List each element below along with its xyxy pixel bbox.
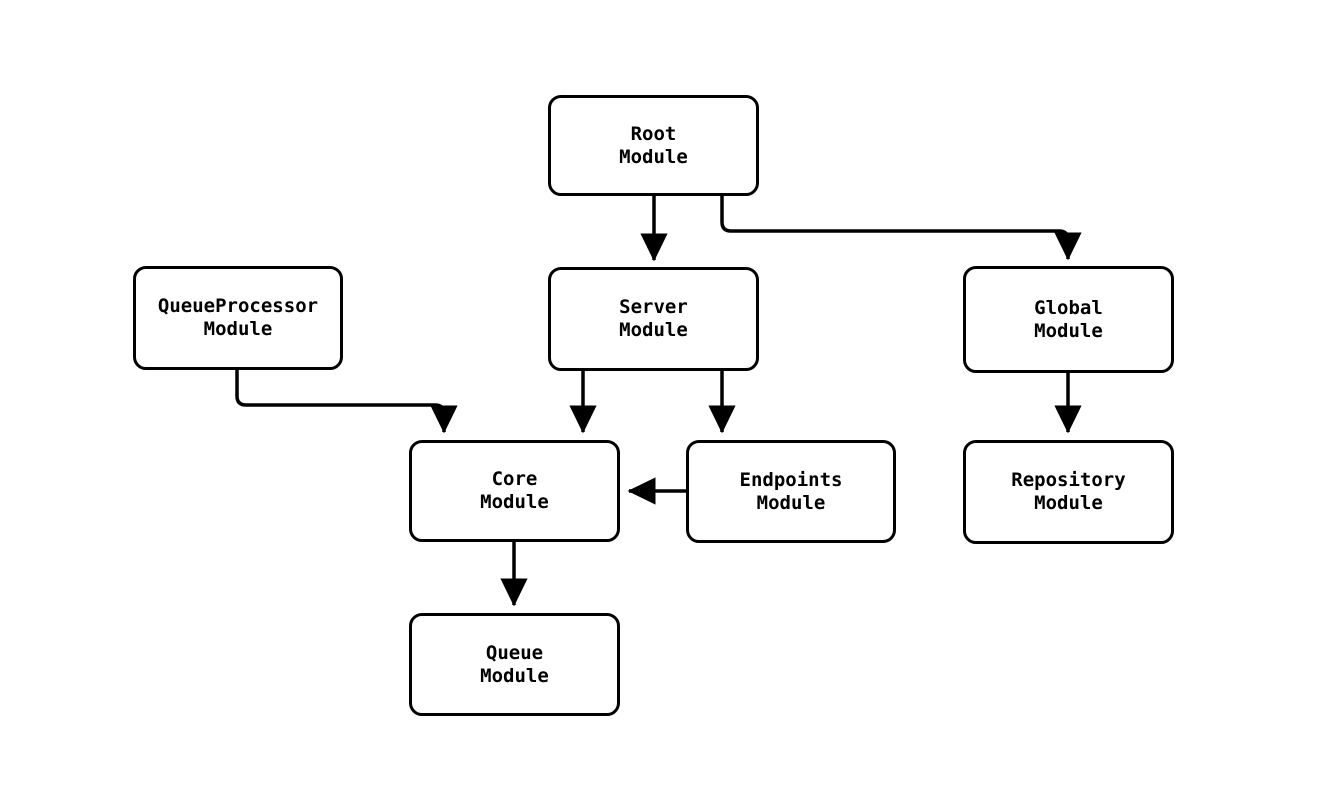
edge-root-to-global [720,196,1082,261]
node-global-module[interactable]: Global Module [963,266,1174,373]
node-endpoints-module-label: Endpoints Module [739,468,843,514]
node-root-module-label: Root Module [619,122,688,168]
node-queueprocessor-module[interactable]: QueueProcessor Module [133,266,343,370]
node-queue-module[interactable]: Queue Module [409,613,620,716]
node-server-module[interactable]: Server Module [548,267,759,371]
node-root-module[interactable]: Root Module [548,95,759,196]
node-core-module-label: Core Module [480,468,549,513]
node-repository-module[interactable]: Repository Module [963,440,1174,544]
node-server-module-label: Server Module [619,296,688,341]
node-core-module[interactable]: Core Module [409,440,620,542]
node-repository-module-label: Repository Module [1011,469,1126,514]
node-endpoints-module[interactable]: Endpoints Module [686,440,896,543]
edge-queueprocessor-to-core [235,370,458,434]
node-queue-module-label: Queue Module [480,641,549,687]
node-queueprocessor-module-label: QueueProcessor Module [157,295,319,340]
node-global-module-label: Global Module [1034,296,1103,342]
